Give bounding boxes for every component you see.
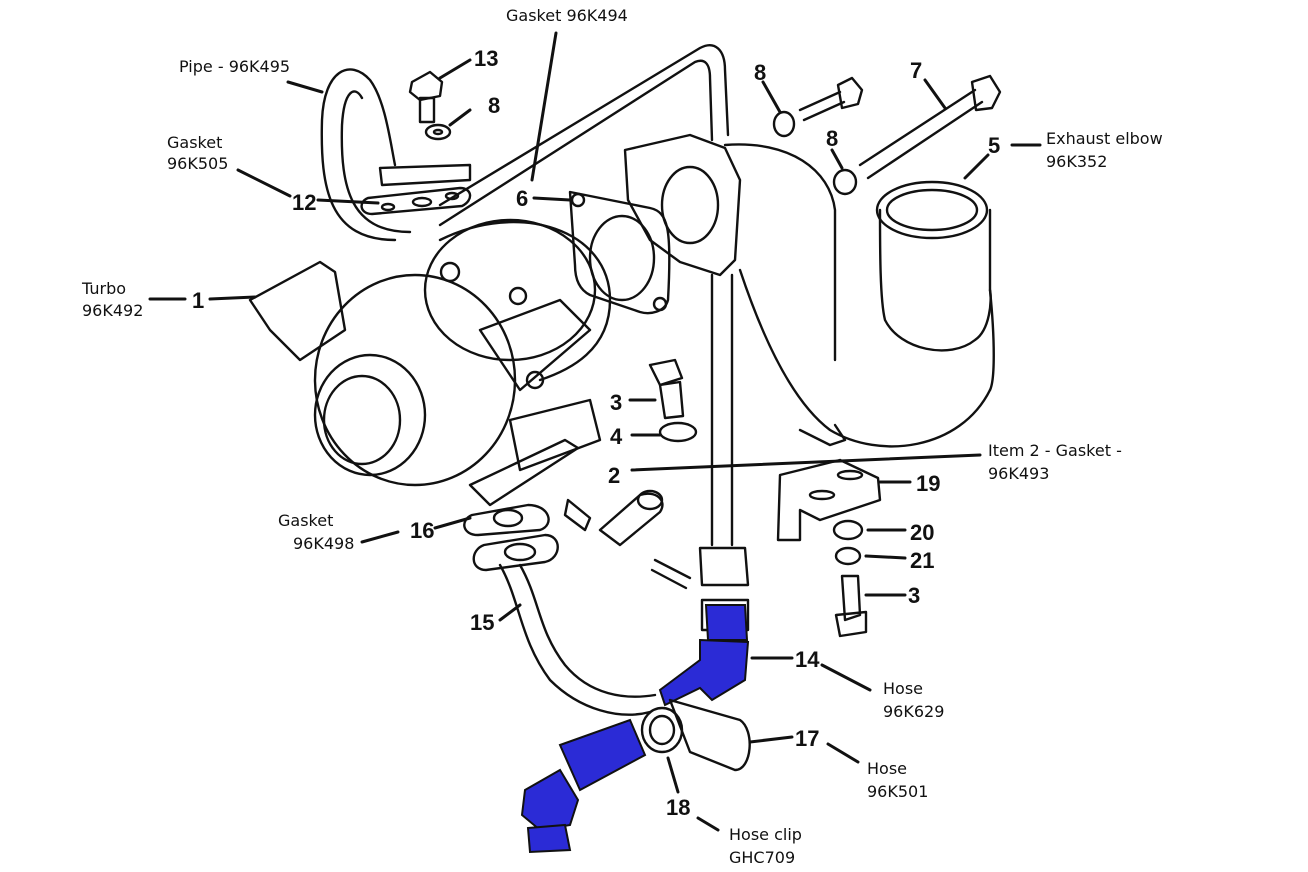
label-hose17-line1: Hose xyxy=(867,759,907,778)
part-number-20: 20 xyxy=(910,520,934,545)
part-number-3b: 3 xyxy=(908,583,920,608)
label-pipe-96k495: Pipe - 96K495 xyxy=(179,57,290,76)
label-exhaust-line2: 96K352 xyxy=(1046,152,1107,171)
gasket-12-part xyxy=(360,186,472,216)
part-number-2: 2 xyxy=(608,463,620,488)
part-number-18: 18 xyxy=(666,795,690,820)
part-number-15: 15 xyxy=(470,610,494,635)
part-number-21: 21 xyxy=(910,548,934,573)
return-pipe-15 xyxy=(498,563,657,716)
bolt-7-part xyxy=(858,74,1002,180)
part-number-8a: 8 xyxy=(488,93,500,118)
bolt-13-part xyxy=(408,70,452,141)
label-item2-line2: 96K493 xyxy=(988,464,1049,483)
bolt-8-part xyxy=(772,76,864,196)
label-item2-line1: Item 2 - Gasket - xyxy=(988,441,1122,460)
part-number-4: 4 xyxy=(610,424,623,449)
part-number-3a: 3 xyxy=(610,390,622,415)
label-hose14-line1: Hose xyxy=(883,679,923,698)
label-exhaust-line1: Exhaust elbow xyxy=(1046,129,1163,148)
part-number-16: 16 xyxy=(410,518,434,543)
label-clip-line1: Hose clip xyxy=(729,825,802,844)
gasket-6-part xyxy=(568,190,671,315)
leader-lines xyxy=(148,31,1042,832)
bracket-19-part xyxy=(776,458,882,542)
label-hose17-line2: 96K501 xyxy=(867,782,928,801)
washers-and-bolts xyxy=(648,358,868,638)
label-gasket-12-line1: Gasket xyxy=(167,133,222,152)
part-number-14: 14 xyxy=(795,647,820,672)
oil-feed-pipe xyxy=(320,44,730,242)
label-clip-line2: GHC709 xyxy=(729,848,795,867)
part-number-7: 7 xyxy=(910,58,922,83)
part-number-19: 19 xyxy=(916,471,940,496)
part-number-17: 17 xyxy=(795,726,819,751)
part-number-5: 5 xyxy=(988,133,1000,158)
part-number-8c: 8 xyxy=(826,126,838,151)
part-number-1: 1 xyxy=(192,288,204,313)
part-number-8b: 8 xyxy=(754,60,766,85)
hose-17-part xyxy=(520,698,751,854)
label-turbo-line2: 96K492 xyxy=(82,301,143,320)
part-number-12: 12 xyxy=(292,190,316,215)
part-number-6: 6 xyxy=(516,186,528,211)
label-gasket-16-line1: Gasket xyxy=(278,511,333,530)
label-turbo-line1: Turbo xyxy=(81,279,126,298)
gasket-2-and-16-parts xyxy=(463,438,664,572)
turbocharger-part xyxy=(248,218,612,487)
part-number-13: 13 xyxy=(474,46,498,71)
hose-14-part xyxy=(658,604,750,707)
label-hose14-line2: 96K629 xyxy=(883,702,944,721)
label-gasket-12-line2: 96K505 xyxy=(167,154,228,173)
label-gasket-96k494: Gasket 96K494 xyxy=(506,6,628,25)
label-gasket-16-line2: 96K498 xyxy=(293,534,354,553)
hose-clip-18-part xyxy=(640,706,684,754)
exhaust-elbow-part xyxy=(623,133,995,448)
drain-pipe xyxy=(698,273,750,632)
